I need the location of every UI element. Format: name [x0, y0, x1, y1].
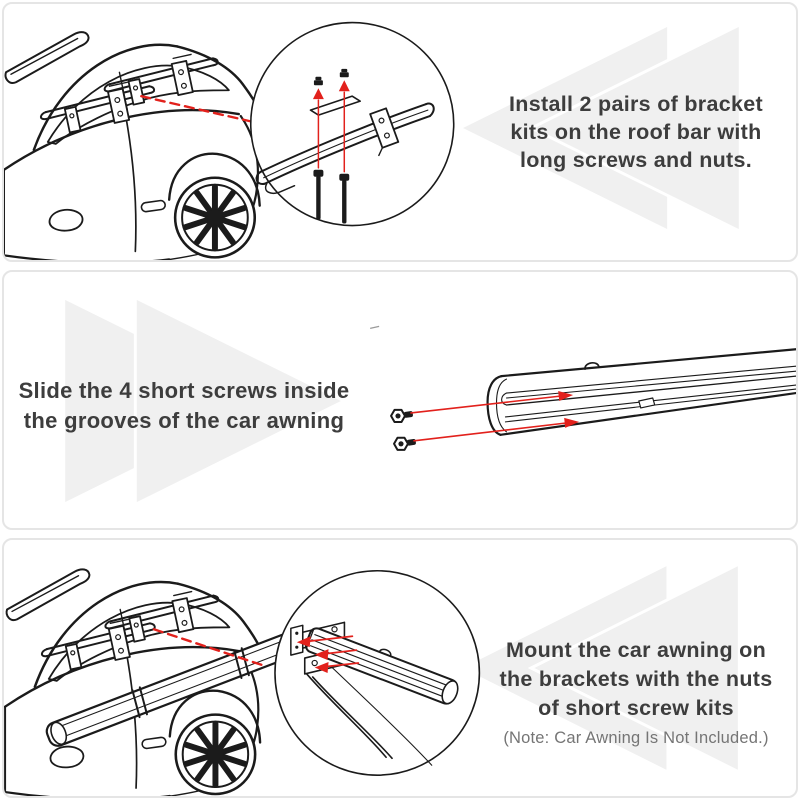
red-arrow [558, 391, 574, 401]
red-arrow [296, 636, 311, 648]
bracket [369, 107, 400, 157]
groove-line [505, 370, 796, 399]
caption-line: Install 2 pairs of bracket [509, 92, 763, 116]
caption-line: the grooves of the car awning [23, 408, 345, 433]
zoom-inset-mounting-detail [274, 569, 481, 776]
awning-bar [304, 627, 459, 705]
zoom-inset-bracket-detail [249, 21, 455, 227]
guide-line [325, 649, 358, 655]
caption-line: kits on the roof bar with [510, 120, 762, 144]
leader-line [152, 628, 267, 668]
caption-note: (Note: Car Awning Is Not Included.) [503, 729, 769, 747]
zoom-inset-circle [249, 21, 455, 227]
clip [638, 397, 656, 409]
guide-line [413, 422, 568, 442]
tick-mark [370, 325, 380, 329]
groove-line [505, 375, 796, 406]
car-illustration [4, 32, 267, 260]
caption-line: Mount the car awning on [505, 638, 767, 662]
mounting-plate [309, 95, 361, 116]
step-1-caption: Install 2 pairs of bracket kits on the r… [476, 90, 796, 174]
roof-bar [255, 102, 435, 194]
groove-line [505, 365, 796, 394]
awning-bar [486, 348, 796, 436]
caption-line: long screws and nuts. [519, 148, 753, 172]
step-1-panel: Install 2 pairs of bracket kits on the r… [2, 2, 798, 262]
leader-line [140, 94, 255, 124]
step-1-illustration [4, 21, 742, 260]
caption-line: the brackets with the nuts [499, 667, 773, 691]
short-screw [390, 408, 415, 423]
step-3-caption: Mount the car awning on the brackets wit… [476, 636, 796, 749]
caption-line: of short screw kits [538, 696, 734, 720]
step-3-panel: Mount the car awning on the brackets wit… [2, 538, 798, 798]
guide-line [410, 395, 562, 414]
watermark-triangle [527, 22, 742, 234]
step-2-caption: Slide the 4 short screws inside the groo… [12, 376, 356, 436]
step-2-illustration [62, 295, 796, 507]
red-arrow [564, 417, 580, 428]
red-arrow [314, 662, 329, 673]
red-arrow [312, 88, 324, 100]
step-3-illustration [4, 561, 741, 796]
red-arrow [314, 649, 329, 661]
caption-line: Slide the 4 short screws inside [18, 378, 350, 403]
step-2-panel: Slide the 4 short screws inside the groo… [2, 270, 798, 530]
watermark-triangle [133, 295, 348, 507]
guide-line [307, 635, 354, 643]
guide-line [325, 662, 360, 668]
watermark-triangle [527, 561, 741, 775]
latch [584, 362, 600, 371]
short-screw [393, 436, 418, 451]
red-arrow [338, 80, 350, 92]
